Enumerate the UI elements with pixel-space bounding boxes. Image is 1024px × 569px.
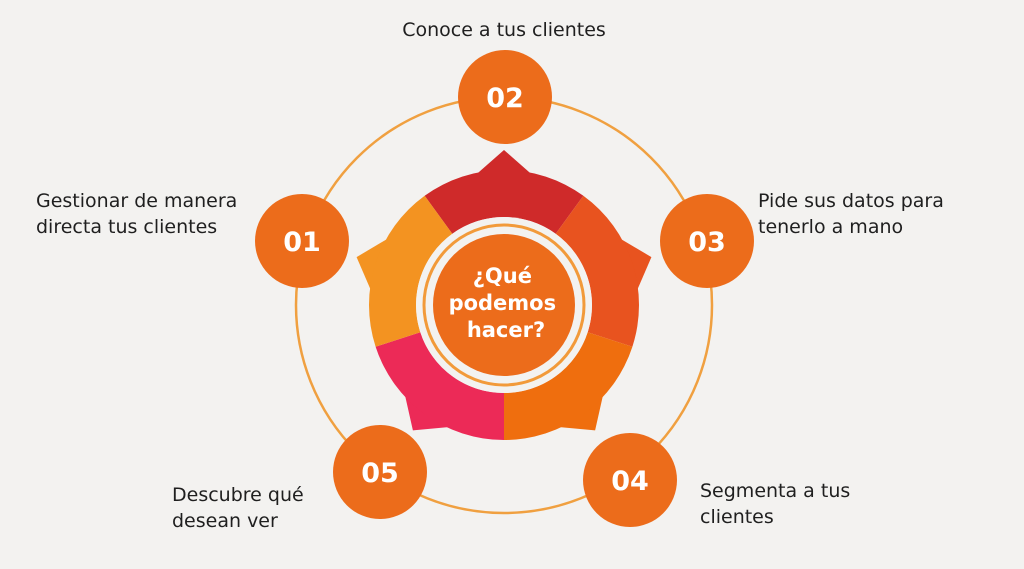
segment-05 (375, 332, 504, 440)
step-label-04-line-1: Segmenta a tus (700, 480, 851, 502)
segment-02 (424, 170, 584, 234)
step-label-05-line-2: desean ver (172, 510, 278, 532)
step-label-02-line-1: Conoce a tus clientes (402, 19, 606, 41)
step-number-01: 01 (283, 227, 321, 258)
step-label-05-line-1: Descubre qué (172, 484, 304, 506)
step-node-05: 05 (333, 425, 427, 519)
segment-03 (555, 195, 640, 347)
step-label-03-line-1: Pide sus datos para (758, 190, 944, 212)
step-label-03: Pide sus datos para tenerlo a mano (758, 188, 998, 240)
step-number-03: 03 (688, 227, 726, 258)
center-title-line-2: podemos (449, 291, 557, 315)
step-label-01-line-1: Gestionar de manera (36, 190, 238, 212)
step-node-01: 01 (255, 194, 349, 288)
step-number-04: 04 (611, 466, 649, 497)
step-label-04: Segmenta a tus clientes (700, 478, 940, 530)
step-node-04: 04 (583, 433, 677, 527)
step-label-03-line-2: tenerlo a mano (758, 216, 904, 238)
step-label-01-line-2: directa tus clientes (36, 216, 218, 238)
segment-ring (356, 150, 652, 440)
step-label-02: Conoce a tus clientes (384, 17, 624, 43)
step-label-04-line-2: clientes (700, 506, 774, 528)
step-number-05: 05 (361, 458, 399, 489)
segment-01 (369, 195, 453, 347)
step-node-03: 03 (660, 194, 754, 288)
segment-02-pointer (472, 150, 536, 178)
step-label-05: Descubre qué desean ver (172, 482, 372, 534)
step-label-01: Gestionar de manera directa tus clientes (36, 188, 276, 240)
center-title: ¿Qué podemos hacer? (449, 264, 564, 342)
center-title-line-3: hacer? (467, 318, 545, 342)
center-title-line-1: ¿Qué (473, 264, 532, 288)
segment-04 (504, 332, 633, 440)
center-ring-outline (422, 223, 586, 387)
center-disc (433, 234, 575, 376)
step-node-02: 02 (458, 50, 552, 144)
step-number-02: 02 (486, 83, 524, 114)
